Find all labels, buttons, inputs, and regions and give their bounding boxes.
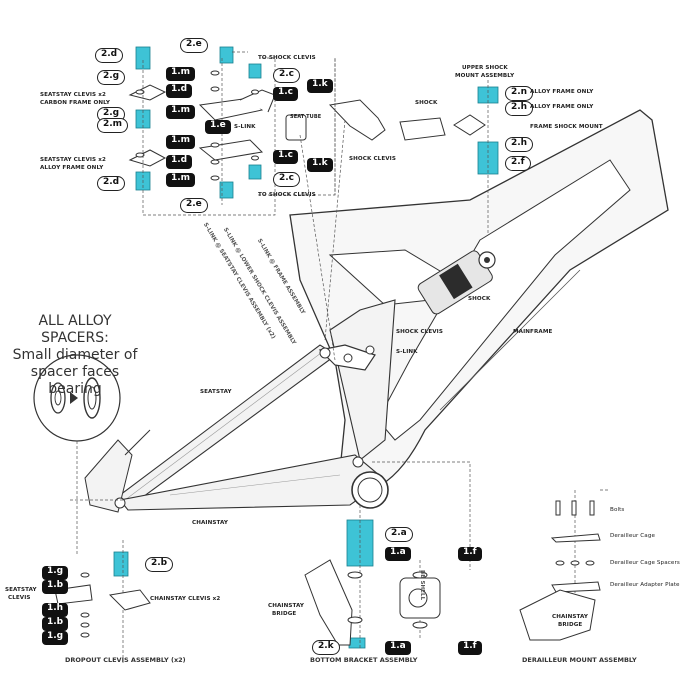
label-shock-clevis: SHOCK CLEVIS	[349, 156, 396, 162]
label-chainstay: CHAINSTAY	[552, 614, 589, 620]
label-shock: SHOCK	[468, 296, 491, 302]
label-carbon-frame-only: CARBON FRAME ONLY	[40, 100, 111, 106]
dropout-parts	[54, 572, 151, 638]
label-derailleur-cage-spacers: Derailleur Cage Spacers	[610, 560, 680, 566]
label-bb-shell: BB SHELL	[419, 570, 425, 601]
part-tag-2b[interactable]: 2.b	[145, 557, 174, 572]
part-tag-1h[interactable]: 1.h	[42, 603, 69, 617]
part-tag-1b[interactable]: 1.b	[42, 580, 69, 594]
label-alloy-frame-only: ALLOY FRAME ONLY	[40, 165, 104, 171]
part-tag-1f[interactable]: 1.f	[458, 641, 482, 655]
part-tag-2c[interactable]: 2.c	[273, 172, 301, 187]
part-tag-2n[interactable]: 2.n	[505, 86, 534, 101]
part-tag-2d[interactable]: 2.d	[97, 176, 126, 191]
part-tag-1d[interactable]: 1.d	[166, 155, 193, 169]
part-tag-2d[interactable]: 2.d	[95, 48, 124, 63]
part-tag-2h[interactable]: 2.h	[505, 101, 534, 116]
label-alloy-frame-only: ALLOY FRAME ONLY	[530, 104, 594, 110]
label-s-link: S-LINK	[234, 124, 256, 130]
part-tag-1k[interactable]: 1.k	[307, 158, 333, 172]
part-tag-2k[interactable]: 2.k	[312, 640, 340, 655]
label-chainstay-clevis-x2: CHAINSTAY CLEVIS x2	[150, 596, 221, 602]
label-seat-tube: SEAT TUBE	[290, 114, 322, 120]
label-seatstay: SEATSTAY	[5, 587, 37, 593]
label-seatstay-clevis-x2: SEATSTAY CLEVIS x2	[40, 92, 106, 98]
label-mainframe: MAINFRAME	[513, 329, 553, 335]
part-tag-1a[interactable]: 1.a	[385, 641, 411, 655]
part-tag-1m[interactable]: 1.m	[166, 173, 196, 187]
label-derailleur-cage: Derailleur Cage	[610, 533, 656, 539]
part-tag-2f[interactable]: 2.f	[505, 156, 531, 171]
part-tag-1a[interactable]: 1.a	[385, 547, 411, 561]
part-tag-1k[interactable]: 1.k	[307, 79, 333, 93]
part-tag-1b[interactable]: 1.b	[42, 617, 69, 631]
label-bridge: BRIDGE	[558, 622, 583, 628]
label-clevis: CLEVIS	[8, 595, 31, 601]
part-tag-1d[interactable]: 1.d	[166, 84, 193, 98]
part-tag-1f[interactable]: 1.f	[458, 547, 482, 561]
label-chainstay: CHAINSTAY	[192, 520, 229, 526]
label-frame-shock-mount: FRAME SHOCK MOUNT	[530, 124, 603, 130]
part-tag-2a[interactable]: 2.a	[385, 527, 413, 542]
spacer-note-line3: spacer faces bearing	[30, 364, 120, 397]
part-tag-1m[interactable]: 1.m	[166, 67, 196, 81]
part-tag-2g[interactable]: 2.g	[97, 70, 126, 85]
label-derailleur-adapter-plate: Derailleur Adapter Plate	[610, 582, 680, 588]
part-tag-2c[interactable]: 2.c	[273, 68, 301, 83]
top-exploded-parts	[128, 84, 486, 167]
part-tag-1e[interactable]: 1.e	[205, 120, 231, 134]
part-tag-1g[interactable]: 1.g	[42, 566, 69, 580]
spacer-note-line1: ALL ALLOY SPACERS:	[38, 313, 112, 346]
bb-parts	[304, 559, 441, 646]
part-tag-1m[interactable]: 1.m	[166, 135, 196, 149]
label-s-link: S-LINK	[396, 349, 418, 355]
section-bottom-bracket-assembly: BOTTOM BRACKET ASSEMBLY	[310, 656, 418, 664]
derailleur-parts	[519, 500, 601, 641]
label-shock-clevis: SHOCK CLEVIS	[396, 329, 443, 335]
label-bridge: BRIDGE	[272, 611, 297, 617]
label-upper-shock: UPPER SHOCK	[462, 65, 508, 71]
spacer-note-line2: Small diameter of	[12, 347, 138, 363]
label-mount-assembly: MOUNT ASSEMBLY	[455, 73, 515, 79]
part-tag-1c[interactable]: 1.c	[273, 150, 299, 164]
part-tag-2h[interactable]: 2.h	[505, 137, 534, 152]
part-tag-1c[interactable]: 1.c	[273, 87, 299, 101]
spacer-note: ALL ALLOY SPACERS: Small diameter of spa…	[5, 313, 145, 398]
label-to-shock-clevis: TO SHOCK CLEVIS	[258, 192, 316, 198]
label-alloy-frame-only: ALLOY FRAME ONLY	[530, 89, 594, 95]
part-tag-2m[interactable]: 2.m	[97, 118, 129, 133]
label-seatstay: SEATSTAY	[200, 389, 232, 395]
part-tag-1g[interactable]: 1.g	[42, 631, 69, 645]
dropout	[84, 439, 133, 513]
part-tag-2e[interactable]: 2.e	[180, 38, 208, 53]
label-seatstay-clevis-x2: SEATSTAY CLEVIS x2	[40, 157, 106, 163]
label-chainstay: CHAINSTAY	[268, 603, 305, 609]
label-bolts: Bolts	[610, 507, 625, 513]
section-dropout-clevis-assembly: DROPOUT CLEVIS ASSEMBLY (x2)	[65, 656, 186, 664]
part-tag-2e[interactable]: 2.e	[180, 198, 208, 213]
section-derailleur-mount-assembly: DERAILLEUR MOUNT ASSEMBLY	[522, 656, 637, 664]
part-tag-1m[interactable]: 1.m	[166, 105, 196, 119]
label-to-shock-clevis: TO SHOCK CLEVIS	[258, 55, 316, 61]
seat-tube	[329, 299, 396, 461]
label-shock: SHOCK	[415, 100, 438, 106]
